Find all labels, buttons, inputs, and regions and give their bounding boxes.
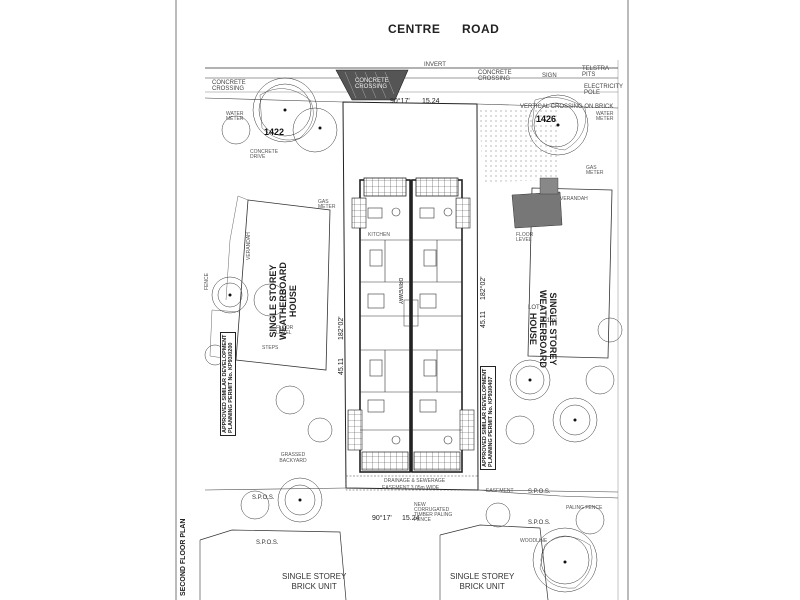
crossing-hatch [335, 69, 409, 101]
drainage-label: DRAINAGE & SEWERAGE [384, 478, 446, 484]
gas-meter-right-label: GAS METER [586, 165, 604, 176]
new-fence-label: NEW CORRUGATED TIMBER PALING FENCE [414, 502, 453, 523]
electricity-pole-label: ELECTRICITY POLE [584, 84, 623, 96]
floor-level-right-label: FLOOR LEVEL [516, 232, 534, 243]
water-meter-left-label: WATER METER [226, 111, 244, 122]
right-side-bearing-label: 182°02' [480, 276, 487, 300]
proposed-dwellings [347, 177, 475, 473]
brick-unit-right [439, 524, 549, 600]
verandah-right-label: VERANDAH [560, 196, 588, 202]
lot-area-label: 601m² [540, 318, 558, 324]
concrete-crossing-right-label: CONCRETE CROSSING [478, 70, 512, 82]
road-name-word1: CENTRE [388, 22, 441, 36]
concrete-drive-label: CONCRETE DRIVE [250, 149, 279, 160]
townhouse-right [411, 179, 463, 473]
invert-label: INVERT [424, 62, 446, 68]
left-house-line3: HOUSE [288, 285, 298, 318]
left-side-length-label: 45.11 [338, 358, 345, 375]
right-house-line1: SINGLE STOREY [548, 292, 558, 366]
water-meter-right-label: WATER METER [596, 111, 614, 122]
sign-label: SIGN [542, 73, 557, 79]
sheet-caption: SECOND FLOOR PLAN [180, 518, 187, 596]
spos-label-c: S.P.O.S. [528, 489, 551, 495]
brick-unit-right-label: SINGLE STOREY BRICK UNIT [450, 572, 514, 592]
brick-right-line2: BRICK UNIT [459, 582, 505, 591]
telstra-pits-label: TELSTRA PITS [582, 66, 609, 78]
left-house-line2: WEATHERBOARD [278, 262, 288, 340]
right-house-label: SINGLE STOREY WEATHERBOARD HOUSE [528, 290, 558, 368]
approved-right-box: APPROVED SIMILAR DEVELOPMENT PLANNING PE… [480, 365, 496, 470]
bottom-bearing-label: 90°17' [372, 515, 392, 522]
grassed-backyard-label: GRASSED BACKYARD [279, 452, 307, 464]
left-house-outline [235, 199, 331, 371]
brick-left-line2: BRICK UNIT [291, 582, 337, 591]
trees [204, 77, 623, 593]
road-name-word2: ROAD [462, 22, 500, 36]
brick-unit-left-label: SINGLE STOREY BRICK UNIT [282, 572, 346, 592]
top-length-label: 15.24 [422, 98, 440, 105]
lot-number-right: 1426 [536, 114, 557, 124]
townhouse-left [359, 179, 411, 473]
driveway-label: DRIVEWAY [397, 278, 403, 305]
lot-label: LOT [528, 305, 540, 311]
brick-unit-left [199, 529, 347, 600]
fence-label: FENCE [204, 273, 210, 290]
left-house-label: SINGLE STOREY WEATHERBOARD HOUSE [268, 262, 298, 340]
top-bearing-label: 90°17' [390, 98, 410, 105]
right-verandah-hatch [511, 191, 563, 229]
approved-right-line2: PLANNING PERMIT No. KP93/0407 [488, 376, 494, 467]
woodline-label: WOODLINE [520, 538, 548, 544]
concrete-crossing-mid-label: CONCRETE CROSSING [355, 78, 389, 90]
spos-label-b: S.P.O.S. [256, 540, 279, 546]
spos-label-d: S.P.O.S. [528, 520, 551, 526]
verandah-left-label: VERANDAH [246, 232, 252, 260]
approved-left-line2: PLANNING PERMIT No. KP93/0200 [228, 342, 234, 433]
vertical-crossing-label: VERTICAL CROSSING ON BRICK [520, 104, 614, 110]
right-side-length-label: 45.11 [480, 311, 487, 328]
gas-meter-left-label: GAS METER [318, 199, 336, 210]
kitchen-label: KITCHEN [368, 232, 390, 238]
concrete-crossing-left-label: CONCRETE CROSSING [212, 80, 246, 92]
steps-label: STEPS [262, 345, 279, 351]
lot-number-left: 1422 [264, 127, 285, 137]
brick-right-line1: SINGLE STOREY [450, 572, 515, 581]
spos-label-a: S.P.O.S. [252, 495, 275, 501]
left-side-bearing-label: 182°02' [338, 316, 345, 340]
right-house-line2: WEATHERBOARD [538, 290, 548, 368]
right-house-line3: HOUSE [528, 312, 538, 345]
left-house-line1: SINGLE STOREY [268, 264, 278, 338]
easement-label: EASEMENT [486, 488, 514, 494]
bottom-length-label: 15.24 [402, 515, 420, 522]
brick-left-line1: SINGLE STOREY [282, 572, 347, 581]
paling-fence-label: PALING FENCE [566, 505, 603, 511]
right-house-outline [527, 187, 613, 359]
drainage-sub-label: EASEMENT 3.05m WIDE [382, 485, 440, 491]
approved-left-box: APPROVED SIMILAR DEVELOPMENT PLANNING PE… [220, 331, 236, 436]
floor-level-left-label: FLOOR LEVEL [276, 325, 294, 336]
drainage-easement [345, 475, 479, 491]
